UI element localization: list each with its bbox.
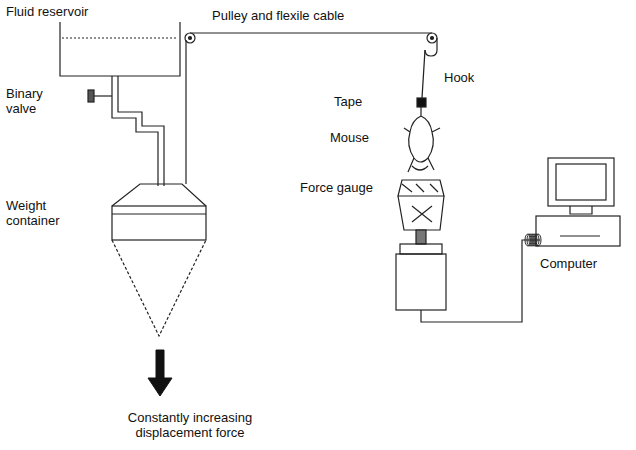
valve-handle bbox=[88, 90, 94, 102]
weight-container bbox=[112, 206, 206, 240]
mouse bbox=[404, 107, 440, 162]
tape-label: Tape bbox=[334, 94, 394, 109]
computer-label: Computer bbox=[540, 256, 630, 271]
cable bbox=[190, 32, 432, 33]
grip-mount bbox=[398, 196, 444, 230]
feed-pipe bbox=[118, 76, 164, 186]
pulley bbox=[185, 33, 195, 43]
grip-wire bbox=[402, 184, 438, 192]
tape bbox=[417, 98, 426, 107]
fluid-reservoir bbox=[60, 22, 180, 76]
grip-bar bbox=[398, 180, 444, 196]
cable bbox=[185, 40, 186, 184]
pulley-axle bbox=[431, 37, 434, 40]
mouse-label: Mouse bbox=[330, 130, 390, 145]
container-rim bbox=[112, 213, 206, 214]
container-cone bbox=[112, 240, 206, 336]
mouse-forelimbs bbox=[408, 158, 434, 172]
feed-pipe bbox=[112, 76, 158, 186]
monitor bbox=[548, 158, 614, 206]
fluid-level bbox=[62, 37, 178, 38]
container-label: Weight container bbox=[6, 198, 86, 228]
screen bbox=[556, 164, 606, 200]
valve-label: Binary valve bbox=[6, 86, 56, 116]
computer-case bbox=[536, 216, 620, 246]
force-arrow bbox=[148, 350, 172, 396]
drive-slot bbox=[560, 235, 600, 236]
grip-brace bbox=[412, 206, 432, 222]
valve-stem bbox=[94, 95, 112, 96]
force-gauge bbox=[396, 254, 446, 310]
coil-turn bbox=[535, 234, 541, 246]
gauge-label: Force gauge bbox=[300, 180, 380, 195]
reservoir-label: Fluid reservoir bbox=[6, 4, 146, 19]
container-lid bbox=[112, 184, 206, 206]
hook-label: Hook bbox=[444, 70, 504, 85]
signal-wire bbox=[421, 240, 540, 322]
hook bbox=[425, 38, 437, 56]
pulley bbox=[427, 33, 437, 43]
cable-coil bbox=[525, 234, 541, 246]
pulley-cable-label: Pulley and flexile cable bbox=[212, 8, 412, 23]
pulley-axle bbox=[189, 37, 192, 40]
force-label: Constantly increasing displacement force bbox=[100, 410, 280, 440]
monitor-stand bbox=[570, 206, 592, 214]
gauge-top bbox=[400, 244, 442, 254]
gauge-shaft bbox=[416, 230, 426, 244]
cable bbox=[422, 50, 425, 98]
